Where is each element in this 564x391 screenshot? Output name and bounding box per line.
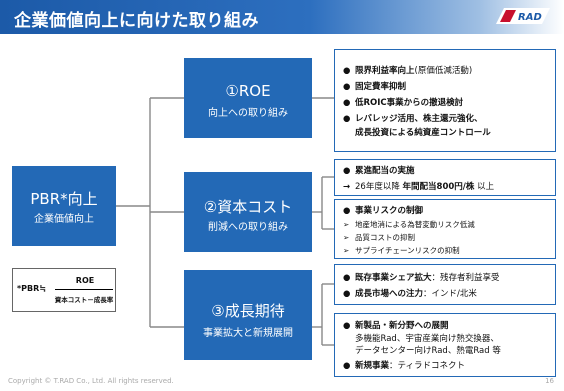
new-business-box: ●新製品・新分野への展開 多機能Rad、宇宙産業向け熱交換器、 データセンター向… [334,313,556,377]
formula-denominator: 資本コスト－成長率 [54,296,114,304]
list-item: 多機能Rad、宇宙産業向け熱交換器、 [355,334,499,344]
list-item: ●既存事業シェア拡大：残存者利益享受 [343,273,500,283]
pbr-title: PBR*向上 [30,190,98,208]
pillar-roe-box: ①ROE 向上への取り組み [184,58,312,138]
pbr-formula: *PBR≒ ROE 資本コスト－成長率 [12,268,116,312]
pbr-subtitle: 企業価値向上 [34,214,94,225]
list-item: ●累進配当の実施 [343,166,415,176]
pillar-growth-box: ③成長期待 事業拡大と新規展開 [184,270,312,360]
formula-fraction-bar [55,289,113,290]
risk-control-box: ●事業リスクの制御 ➢地産地消による為替変動リスク低減 ➢品質コストの抑制 ➢サ… [334,199,556,259]
list-item: ●事業リスクの制御 [343,206,424,216]
list-item: 成長投資による純資産コントロール [355,128,491,138]
list-item: ➢品質コストの抑制 [343,233,415,242]
pillar-capital-cost-title: ②資本コスト [203,198,293,216]
list-item: ●新製品・新分野への展開 [343,321,449,331]
list-item: ●レバレッジ活用、株主還元強化、 [343,114,483,124]
copyright-text: Copyright © T.RAD Co., Ltd. All rights r… [8,377,174,385]
dividend-box: ●累進配当の実施 →26年度以降 年間配当800円/株 以上 [334,159,556,196]
list-item: ●限界利益率向上(原価低減活動) [343,66,473,76]
list-item: ●成長市場への注力：インド/北米 [343,289,477,299]
header-bar: 企業価値向上に向けた取り組み RAD [0,0,564,34]
list-item: ●低ROIC事業からの撤退検討 [343,98,464,108]
list-item: ●新規事業：ティラドコネクト [343,361,466,371]
pillar-roe-title: ①ROE [225,82,271,100]
list-item: ➢地産地消による為替変動リスク低減 [343,220,475,229]
pbr-box: PBR*向上 企業価値向上 [12,166,116,246]
pillar-capital-cost-subtitle: 削減への取り組み [208,222,288,233]
formula-lhs: *PBR≒ [17,284,47,293]
formula-numerator: ROE [75,276,95,285]
roe-detail-box: ●限界利益率向上(原価低減活動) ●固定費率抑制 ●低ROIC事業からの撤退検討… [334,49,556,152]
trad-logo-icon: RAD [496,8,550,24]
page-title: 企業価値向上に向けた取り組み [14,11,259,31]
pillar-capital-cost-box: ②資本コスト 削減への取り組み [184,172,312,252]
market-share-box: ●既存事業シェア拡大：残存者利益享受 ●成長市場への注力：インド/北米 [334,264,556,305]
page-number: 16 [545,377,554,385]
pillar-roe-subtitle: 向上への取り組み [208,108,288,119]
pillar-growth-title: ③成長期待 [211,302,285,320]
list-item: ➢サプライチェーンリスクの抑制 [343,246,460,255]
list-item: ●固定費率抑制 [343,82,407,92]
pillar-growth-subtitle: 事業拡大と新規展開 [203,328,293,339]
svg-text:RAD: RAD [518,12,542,23]
list-item: データセンター向けRad、熱電Rad 等 [355,346,501,356]
list-item: →26年度以降 年間配当800円/株 以上 [343,182,495,192]
